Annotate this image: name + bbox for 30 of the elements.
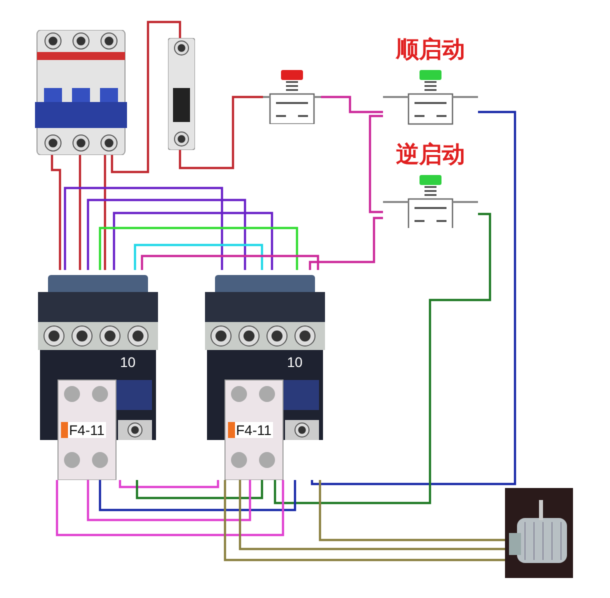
wire <box>78 155 82 270</box>
wire <box>86 480 252 522</box>
wire <box>368 114 383 214</box>
wire <box>110 20 182 174</box>
wire <box>98 480 296 512</box>
wire <box>238 480 505 550</box>
wire <box>178 96 263 170</box>
wire <box>136 480 264 500</box>
wire <box>112 212 274 270</box>
wire <box>56 480 284 536</box>
wire <box>274 212 492 504</box>
wire <box>134 244 264 270</box>
wire <box>104 155 106 270</box>
wire <box>64 186 224 270</box>
coil-rating-label: 10 <box>287 354 303 370</box>
wire <box>86 198 246 270</box>
button-label: 顺启动 <box>394 36 466 65</box>
wire <box>118 480 220 488</box>
coil-rating-label: 10 <box>120 354 136 370</box>
wire <box>98 226 298 270</box>
wire <box>310 110 516 486</box>
model-label: F4-11 <box>68 422 106 438</box>
wire <box>224 480 505 562</box>
wire <box>321 96 383 114</box>
button-label: 逆启动 <box>395 141 466 170</box>
wire <box>140 254 320 270</box>
model-label: F4-11 <box>235 422 273 438</box>
wire <box>308 216 383 270</box>
wire <box>50 155 62 270</box>
wire <box>318 480 505 542</box>
